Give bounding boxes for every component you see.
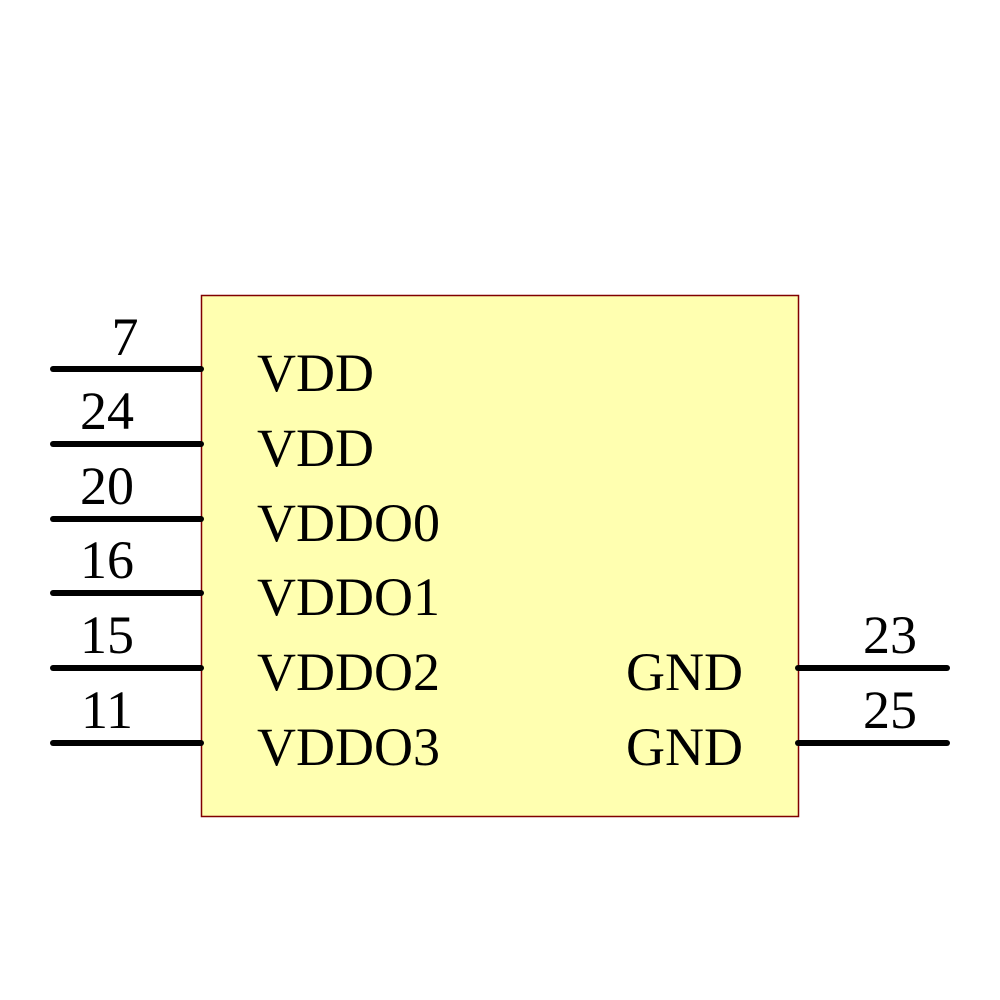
right-pin-1[interactable]: 23 GND [626,605,950,702]
left-pin-4[interactable]: 16 VDDO1 [50,530,440,627]
pin-name: VDDO0 [257,493,440,553]
pin-number: 15 [80,605,134,665]
left-pin-3[interactable]: 20 VDDO0 [50,456,440,553]
left-pin-2[interactable]: 24 VDD [50,381,374,478]
pin-number: 25 [863,680,917,740]
pin-number: 23 [863,605,917,665]
component-body[interactable] [200,294,800,818]
pin-name: GND [626,642,743,702]
left-pin-6[interactable]: 11 VDDO3 [50,680,440,777]
pin-name: VDD [257,343,374,403]
pin-name: GND [626,717,743,777]
pin-number: 7 [112,307,139,367]
pin-name: VDD [257,418,374,478]
pin-number: 24 [80,381,134,441]
pin-name: VDDO3 [257,717,440,777]
pin-name: VDDO2 [257,642,440,702]
pin-number: 20 [80,456,134,516]
left-pin-5[interactable]: 15 VDDO2 [50,605,440,702]
pin-number: 11 [81,680,133,740]
pin-number: 16 [80,530,134,590]
left-pin-1[interactable]: 7 VDD [50,307,374,403]
pin-name: VDDO1 [257,567,440,627]
right-pin-2[interactable]: 25 GND [626,680,950,777]
